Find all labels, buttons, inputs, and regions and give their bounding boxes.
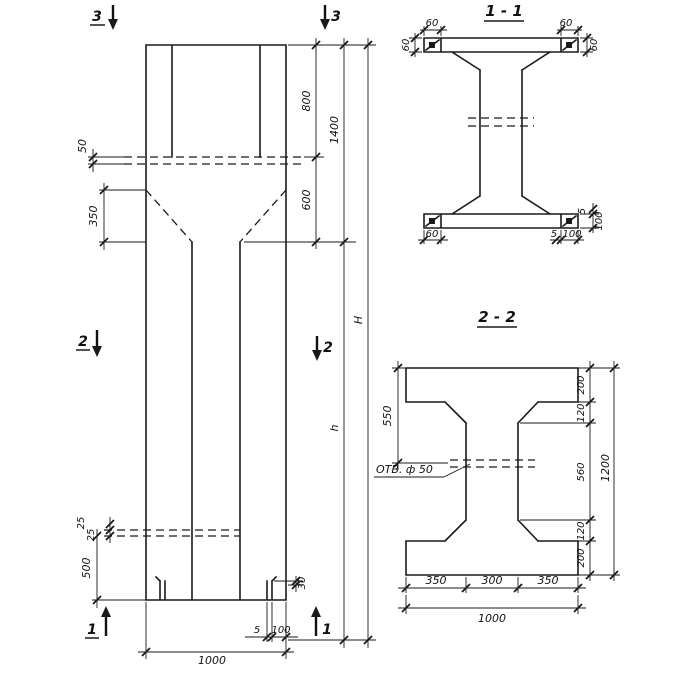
- elevation-dimension-ticks: [88, 40, 373, 657]
- marker-underlines: [76, 24, 105, 639]
- dim-s22-350-right: 350: [538, 574, 559, 587]
- dim-s11-100-bottom: 100: [562, 229, 581, 240]
- anchor-plate-top-left: [429, 42, 435, 48]
- dim-30: 30: [297, 577, 308, 590]
- anchor-plate-bottom-right: [566, 218, 572, 224]
- dim-1000: 1000: [198, 654, 226, 667]
- anchor-plate-top-right: [566, 42, 572, 48]
- dim-s22-1200: 1200: [599, 454, 612, 482]
- dim-s11-5-right: 5: [577, 208, 588, 214]
- marker-3-left: 3: [92, 9, 102, 25]
- dim-s22-550: 550: [381, 406, 394, 427]
- elevation-outline: [145, 44, 287, 601]
- dim-s22-560: 560: [576, 462, 587, 481]
- dim-foot-5: 5: [254, 625, 260, 636]
- dim-800: 800: [300, 91, 313, 112]
- marker-1-left: 1: [87, 622, 97, 638]
- dim-1400: 1400: [328, 116, 341, 144]
- dim-600: 600: [300, 190, 313, 211]
- marker-2-left: 2: [78, 334, 88, 350]
- anchor-plate-bottom-left: [429, 218, 435, 224]
- dim-H: H: [352, 316, 365, 324]
- section-2-2-view: 2 - 2 550 200 120 560 120 200 1200 350 3…: [374, 308, 620, 625]
- dim-s11-60-right: 60: [589, 39, 600, 52]
- section-marker-arrows: [92, 19, 330, 617]
- section-marker-lines: [95, 5, 327, 636]
- marker-2-right: 2: [323, 340, 333, 356]
- section-1-1-dimension-ticks: [410, 25, 598, 245]
- dim-s22-1000: 1000: [478, 612, 506, 625]
- section-1-1-outline: [423, 37, 579, 229]
- section-1-1-dimension-lines: [409, 26, 599, 244]
- dim-s22-120-bottom: 120: [576, 521, 587, 540]
- elevation-view: 3 3 2 2 1 1 50 350 800 600 1400 h H 25 2…: [76, 5, 376, 667]
- marker-1-right: 1: [322, 622, 332, 638]
- section-2-2-hole-lines: [450, 459, 535, 468]
- marker-3-right: 3: [331, 9, 341, 25]
- section-1-1-title: 1 - 1: [485, 2, 523, 20]
- dim-s11-60-top-left: 60: [426, 18, 439, 29]
- dim-s11-60-left: 60: [401, 39, 412, 52]
- dim-taper-350: 350: [87, 206, 100, 227]
- section-1-1-hidden-lines: [468, 117, 534, 127]
- dim-25-upper: 25: [76, 517, 87, 530]
- dim-s22-120-top: 120: [576, 403, 587, 422]
- section-2-2-dimension-ticks: [393, 363, 619, 613]
- dim-s22-200-top: 200: [576, 375, 587, 394]
- dim-s11-5-bottom: 5: [551, 229, 557, 240]
- hole-callout-label: ОТВ. ф 50: [376, 463, 433, 476]
- dim-25-lower: 25: [86, 529, 97, 542]
- dim-s11-60-bottom-left: 60: [426, 229, 439, 240]
- dim-s11-100-right: 100: [594, 211, 605, 230]
- dim-h: h: [328, 424, 341, 431]
- dim-s22-200-bottom: 200: [576, 548, 587, 567]
- dim-s11-60-top-right: 60: [560, 18, 573, 29]
- dim-foot-100: 100: [271, 625, 290, 636]
- elevation-hidden-lines: [104, 156, 304, 537]
- section-1-1-view: 1 - 1 60 60 60 60 60 5 100 5 100: [401, 2, 605, 245]
- section-2-2-title: 2 - 2: [478, 308, 516, 326]
- dim-500: 500: [80, 558, 93, 579]
- dim-s22-300: 300: [482, 574, 503, 587]
- dim-s22-350-left: 350: [426, 574, 447, 587]
- dim-ledge-50: 50: [76, 139, 89, 153]
